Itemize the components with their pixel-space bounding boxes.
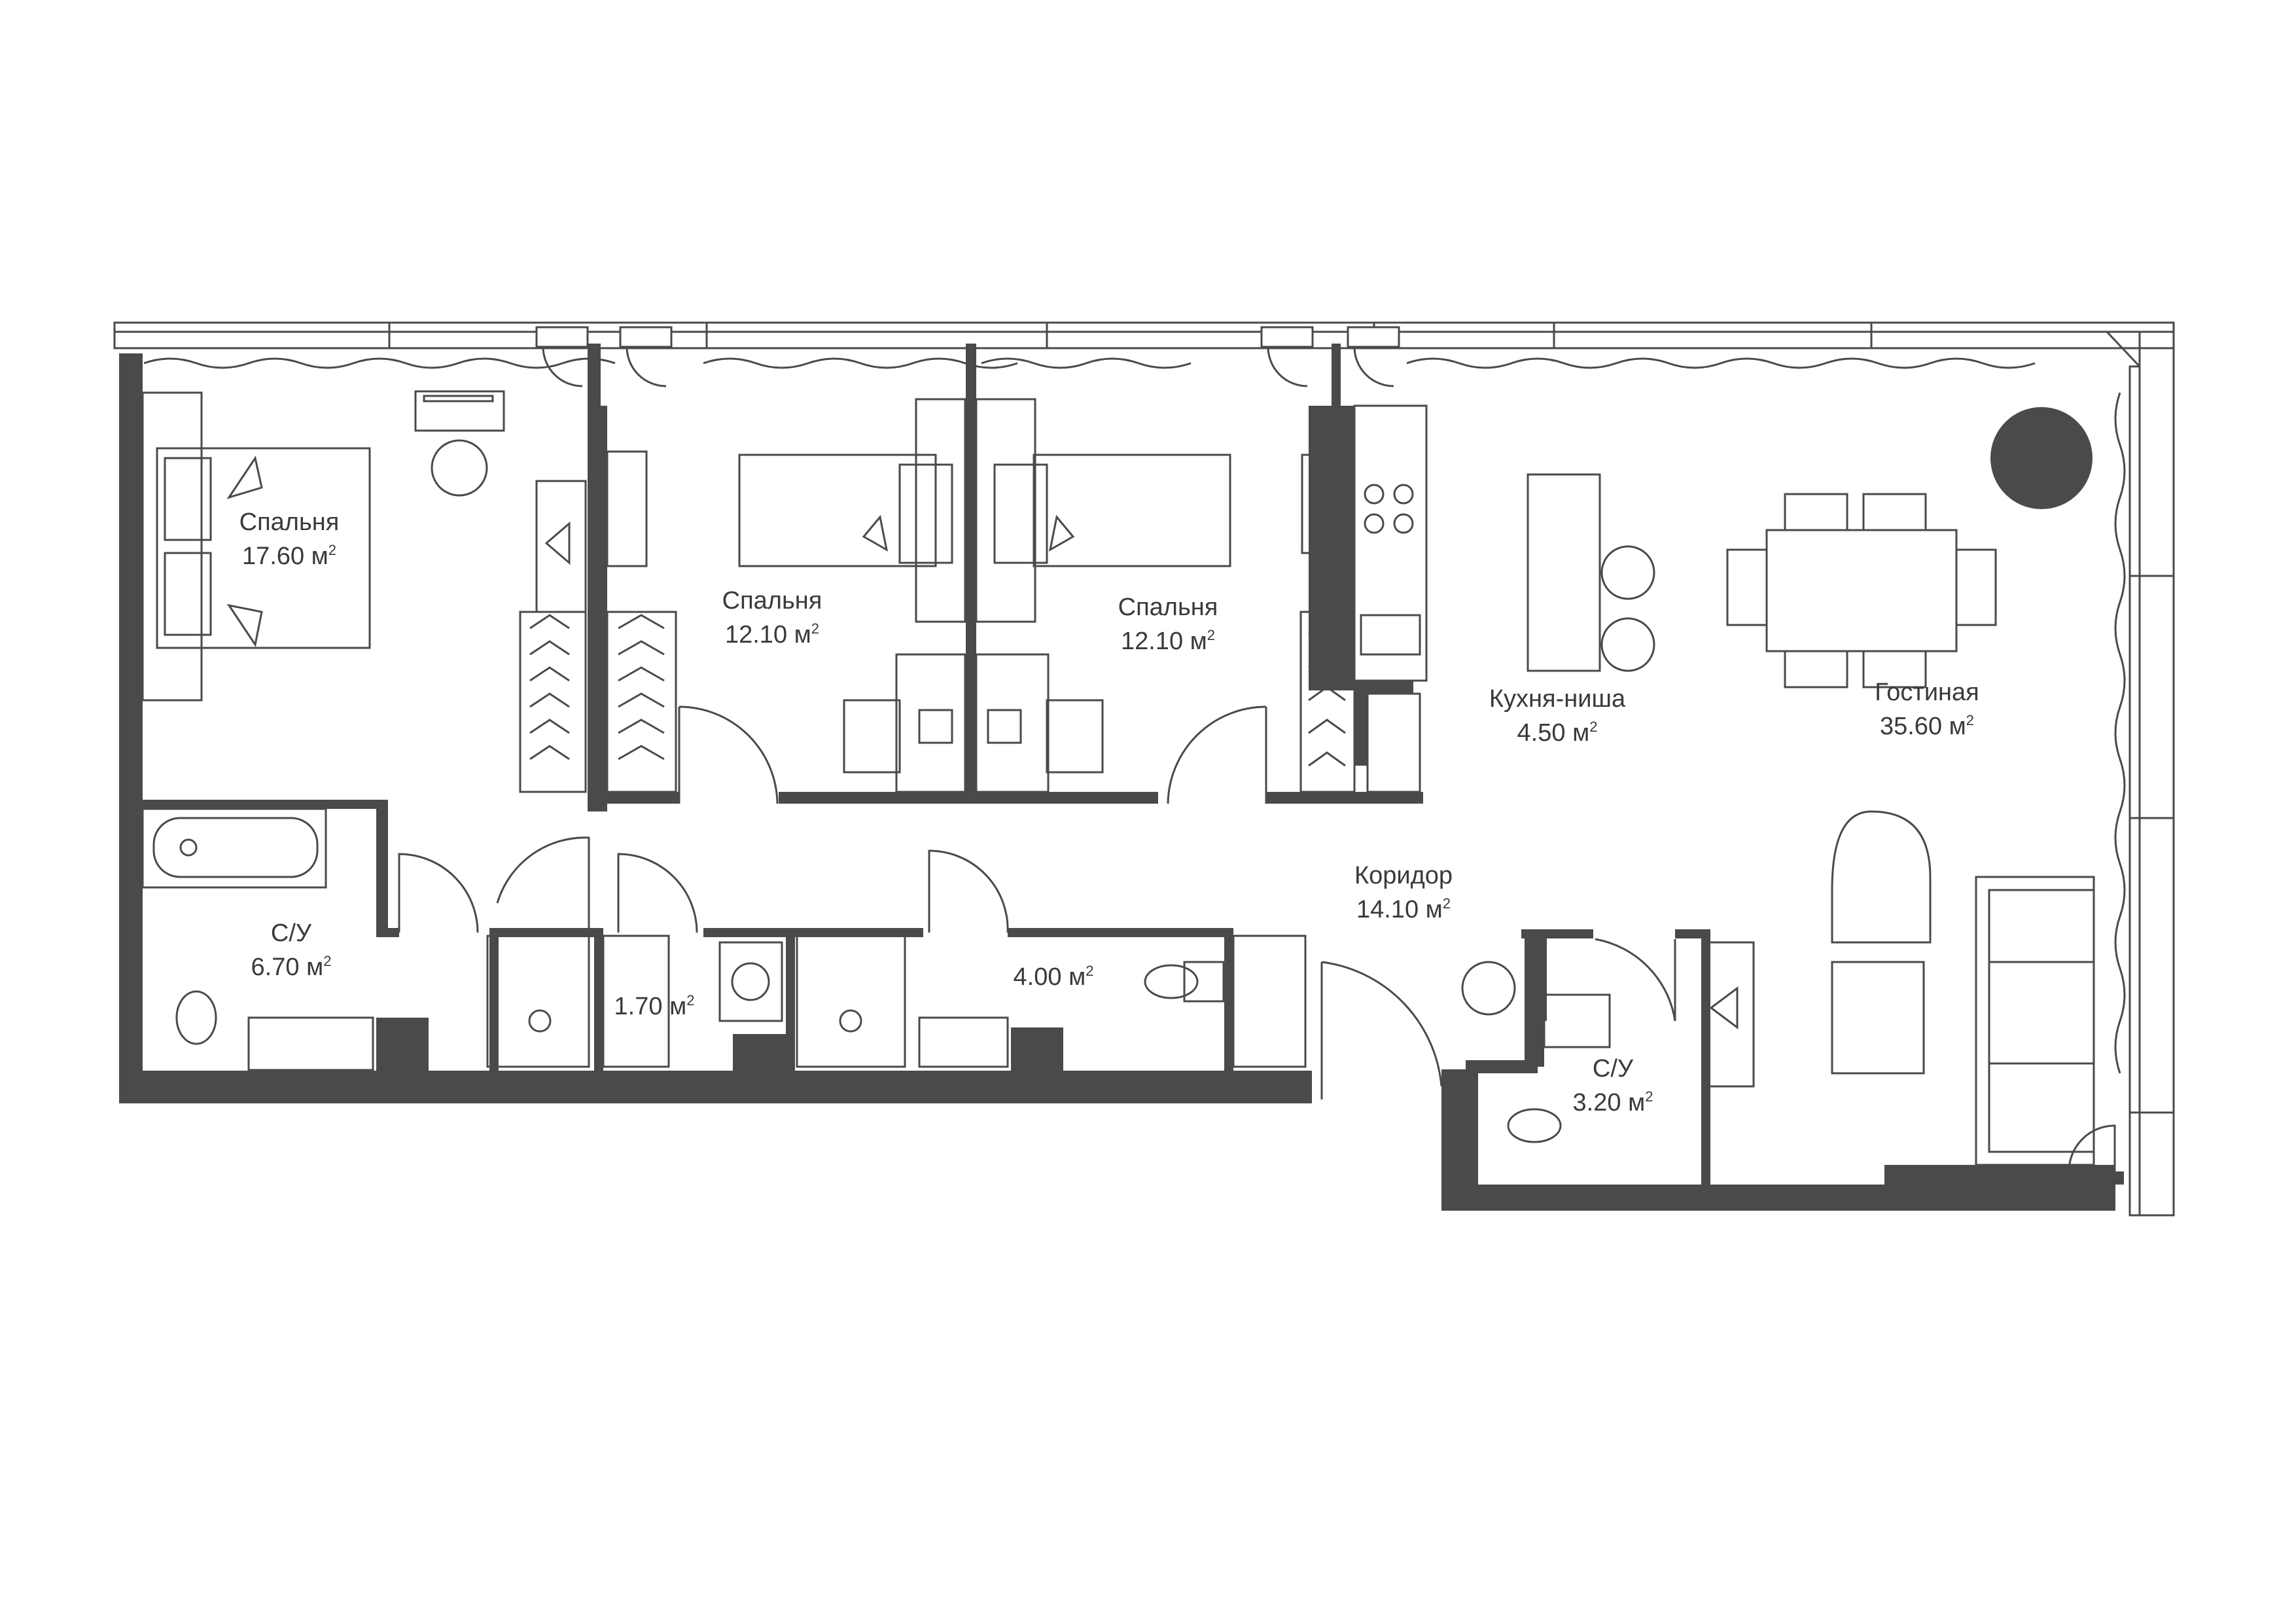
room-area-bedroom-3: 12.10 м	[1121, 628, 1207, 655]
room-area-kitchen: 4.50 м	[1517, 719, 1590, 747]
facade-windows	[113, 321, 2175, 1217]
room-name-bath-1: С/У	[271, 919, 312, 947]
room-name-corridor: Коридор	[1354, 862, 1453, 889]
room-area-bath-3: 4.00 м	[1014, 963, 1086, 991]
room-area-bedroom-2: 12.10 м	[725, 621, 811, 649]
room-area-corridor: 14.10 м	[1356, 896, 1443, 923]
room-area-bath-1: 6.70 м	[251, 954, 324, 981]
svg-text:6.70 м2: 6.70 м2	[251, 953, 332, 981]
column	[1990, 407, 2093, 509]
walls	[119, 344, 2124, 1211]
svg-text:12.10 м2: 12.10 м2	[725, 620, 819, 649]
svg-text:35.60 м2: 35.60 м2	[1880, 712, 1974, 740]
room-name-kitchen: Кухня-ниша	[1489, 685, 1626, 713]
svg-text:3.20 м2: 3.20 м2	[1573, 1088, 1653, 1116]
furniture	[141, 390, 2095, 1166]
doors	[398, 326, 2116, 1172]
svg-text:17.60 м2: 17.60 м2	[242, 542, 336, 570]
room-area-living: 35.60 м	[1880, 713, 1966, 740]
svg-text:1.70 м2: 1.70 м2	[614, 992, 695, 1020]
svg-text:14.10 м2: 14.10 м2	[1356, 895, 1451, 923]
room-labels: Спальня 17.60 м2 Спальня 12.10 м2 Спальн…	[239, 508, 1979, 1116]
svg-text:12.10 м2: 12.10 м2	[1121, 627, 1215, 655]
room-area-storage: 1.70 м	[614, 993, 687, 1020]
svg-text:4.50 м2: 4.50 м2	[1517, 719, 1598, 747]
room-area-bath-2: 3.20 м	[1573, 1089, 1646, 1116]
room-name-bath-2: С/У	[1593, 1055, 1634, 1082]
room-name-bedroom-1: Спальня	[239, 508, 340, 536]
room-name-bedroom-3: Спальня	[1118, 594, 1218, 621]
room-name-bedroom-2: Спальня	[722, 587, 822, 615]
svg-text:4.00 м2: 4.00 м2	[1014, 963, 1094, 991]
room-area-bedroom-1: 17.60 м	[242, 543, 328, 570]
room-name-living: Гостиная	[1875, 679, 1979, 706]
